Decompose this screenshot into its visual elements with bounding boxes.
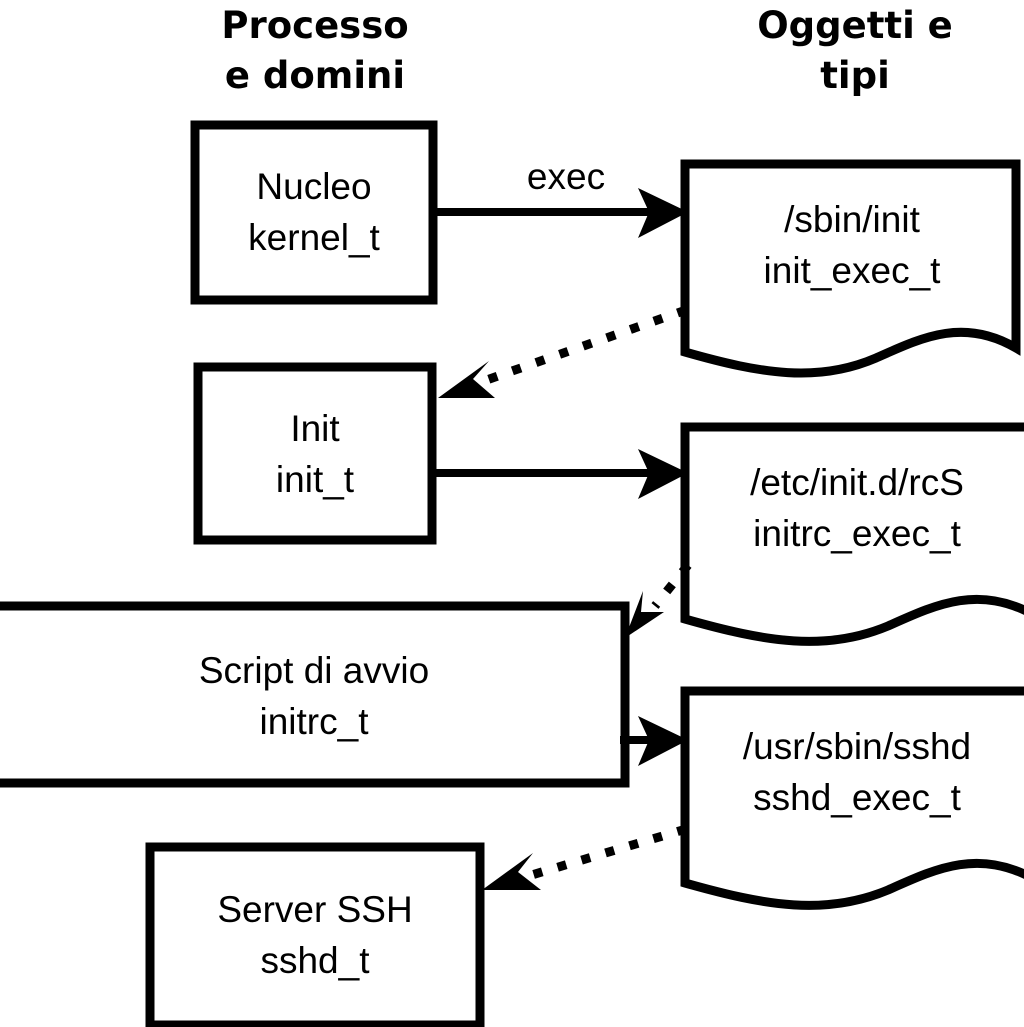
process-node-initrc-label-line2: initrc_t	[260, 701, 370, 742]
process-node-sshd-label-line1: Server SSH	[217, 889, 412, 930]
column-header-processes-line2: e domini	[225, 54, 405, 97]
column-header-processes: Processo e domini	[221, 4, 408, 97]
process-node-init-label-line2: init_t	[276, 459, 355, 500]
column-header-objects-line2: tipi	[820, 54, 890, 97]
process-node-initrc-label-line1: Script di avvio	[199, 650, 429, 691]
process-node-init-box[interactable]	[193, 362, 437, 545]
process-node-sshd-box[interactable]	[145, 842, 485, 1027]
edge-initrc-exec-sshd-exec	[620, 716, 688, 766]
arrowhead-left-down-icon	[482, 853, 541, 890]
process-node-kernel[interactable]: Nucleo kernel_t	[190, 120, 438, 305]
edge-initrc-exec-transition-line	[651, 562, 692, 609]
object-node-init-exec-label-line1: /sbin/init	[784, 199, 920, 240]
process-node-initrc[interactable]: Script di avvio initrc_t	[0, 601, 630, 788]
edge-kernel-exec-init-exec: exec	[433, 156, 688, 238]
object-node-sshd-exec-label-line1: /usr/sbin/sshd	[743, 726, 971, 767]
process-node-kernel-label-line1: Nucleo	[256, 166, 371, 207]
object-node-initrc-exec-label-line2: initrc_exec_t	[753, 513, 961, 554]
arrowhead-right-icon	[638, 188, 688, 238]
edge-sshd-exec-transition-sshd	[482, 824, 688, 890]
object-node-initrc-exec-label-line1: /etc/init.d/rcS	[750, 462, 964, 503]
object-node-initrc-exec[interactable]: /etc/init.d/rcS initrc_exec_t	[680, 422, 1024, 646]
column-header-processes-line1: Processo	[221, 4, 408, 47]
arrowhead-left-down-icon	[438, 361, 495, 398]
process-node-init-label-line1: Init	[290, 408, 340, 449]
object-node-init-exec-label-line2: init_exec_t	[764, 250, 942, 291]
object-node-sshd-exec-label-line2: sshd_exec_t	[753, 777, 961, 818]
edge-init-exec-transition-line	[476, 305, 688, 388]
process-node-sshd-label-line2: sshd_t	[260, 940, 370, 981]
column-header-objects: Oggetti e tipi	[757, 4, 953, 97]
edge-sshd-exec-transition-line	[523, 824, 688, 882]
object-node-sshd-exec-document-shape[interactable]	[680, 686, 1024, 910]
process-node-kernel-box[interactable]	[190, 120, 438, 305]
process-node-sshd[interactable]: Server SSH sshd_t	[145, 842, 485, 1027]
column-header-objects-line1: Oggetti e	[757, 4, 953, 47]
edge-init-exec-transition-init	[438, 305, 688, 398]
edge-initrc-exec-transition-initrc	[625, 562, 692, 638]
edge-init-exec-initrc-exec	[432, 449, 688, 499]
object-node-initrc-exec-document-shape[interactable]	[680, 422, 1024, 646]
process-node-init[interactable]: Init init_t	[193, 362, 437, 545]
process-node-initrc-box[interactable]	[0, 601, 630, 788]
object-node-init-exec-document-shape[interactable]	[680, 159, 1021, 378]
arrowhead-right-icon	[638, 449, 688, 499]
edge-label-exec: exec	[527, 156, 605, 197]
object-node-init-exec[interactable]: /sbin/init init_exec_t	[680, 159, 1021, 378]
arrowhead-right-icon	[638, 716, 688, 766]
process-node-kernel-label-line2: kernel_t	[248, 217, 380, 258]
object-node-sshd-exec[interactable]: /usr/sbin/sshd sshd_exec_t	[680, 686, 1024, 910]
arrowhead-left-down-icon	[625, 591, 664, 638]
